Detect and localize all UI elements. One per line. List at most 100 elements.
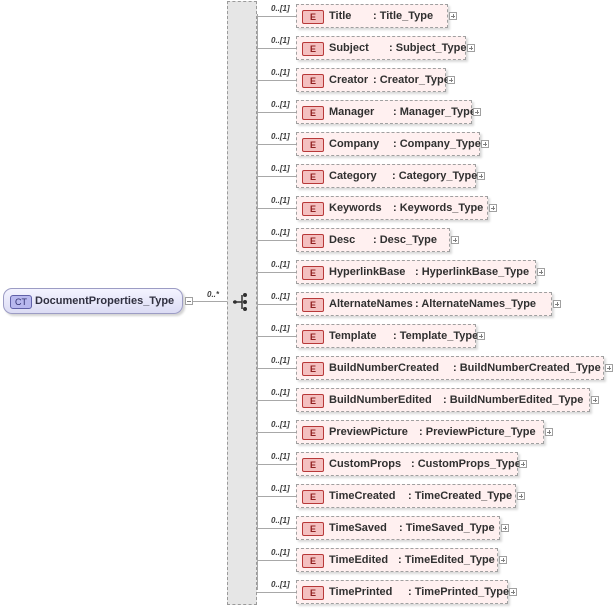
element-badge: E: [302, 522, 324, 536]
element-type: Manager_Type: [399, 106, 476, 118]
expand-icon[interactable]: [605, 364, 613, 372]
expand-icon[interactable]: [509, 588, 517, 596]
expand-icon[interactable]: [447, 76, 455, 84]
element-name: BuildNumberCreated: [329, 362, 440, 374]
element-name: HyperlinkBase: [329, 266, 406, 278]
element-name: BuildNumberEdited: [329, 394, 432, 406]
element-occurrence: 0..[1]: [271, 484, 290, 493]
element-label: Subject: Subject_Type: [329, 37, 466, 59]
element-type: TimeSaved_Type: [405, 522, 495, 534]
expand-icon[interactable]: [449, 12, 457, 20]
element-connector: [257, 496, 296, 497]
element-separator: :: [408, 490, 415, 502]
element-separator: :: [392, 170, 399, 182]
expand-icon[interactable]: [499, 556, 507, 564]
expand-icon[interactable]: [591, 396, 599, 404]
element-occurrence: 0..[1]: [271, 164, 290, 173]
element-badge: E: [302, 586, 324, 600]
element-occurrence: 0..[1]: [271, 324, 290, 333]
element-badge: E: [302, 138, 324, 152]
expand-icon[interactable]: [477, 172, 485, 180]
complex-type-node[interactable]: CT DocumentProperties_Type: [3, 288, 183, 314]
element-name: Manager: [329, 106, 375, 118]
element-name: Template: [329, 330, 377, 342]
element-connector: [257, 48, 296, 49]
expand-icon[interactable]: [467, 44, 475, 52]
expand-icon[interactable]: [553, 300, 561, 308]
sequence-spine: [257, 14, 258, 590]
element-name: Keywords: [329, 202, 382, 214]
element-type: TimeEdited_Type: [404, 554, 495, 566]
element-separator: :: [393, 330, 400, 342]
expand-icon[interactable]: [519, 460, 527, 468]
element-connector: [257, 112, 296, 113]
collapse-toggle-icon[interactable]: [185, 297, 193, 305]
element-connector: [257, 80, 296, 81]
element-badge: E: [302, 394, 324, 408]
expand-icon[interactable]: [481, 140, 489, 148]
element-occurrence: 0..[1]: [271, 36, 290, 45]
element-name: Desc: [329, 234, 356, 246]
element-occurrence: 0..[1]: [271, 132, 290, 141]
element-badge: E: [302, 106, 324, 120]
expand-icon[interactable]: [545, 428, 553, 436]
element-badge: E: [302, 266, 324, 280]
expand-icon[interactable]: [501, 524, 509, 532]
element-label: PreviewPicture: PreviewPicture_Type: [329, 421, 536, 443]
element-occurrence: 0..[1]: [271, 388, 290, 397]
element-type: Keywords_Type: [399, 202, 484, 214]
element-label: TimeEdited: TimeEdited_Type: [329, 549, 495, 571]
element-separator: :: [453, 362, 460, 374]
element-separator: :: [443, 394, 450, 406]
element-occurrence: 0..[1]: [271, 356, 290, 365]
expand-icon[interactable]: [451, 236, 459, 244]
expand-icon[interactable]: [477, 332, 485, 340]
element-type: AlternateNames_Type: [421, 298, 537, 310]
element-badge: E: [302, 426, 324, 440]
element-connector: [257, 528, 296, 529]
expand-icon[interactable]: [473, 108, 481, 116]
element-connector: [257, 144, 296, 145]
element-node[interactable]: E TimePrinted: TimePrinted_Type: [296, 580, 509, 604]
element-connector: [257, 272, 296, 273]
element-type: CustomProps_Type: [417, 458, 521, 470]
expand-icon[interactable]: [517, 492, 525, 500]
element-badge: E: [302, 42, 324, 56]
element-label: TimeCreated: TimeCreated_Type: [329, 485, 512, 507]
element-separator: :: [411, 458, 418, 470]
element-node[interactable]: E Subject: Subject_Type: [296, 36, 466, 60]
element-label: TimePrinted: TimePrinted_Type: [329, 581, 509, 603]
element-type: HyperlinkBase_Type: [421, 266, 530, 278]
expand-icon[interactable]: [489, 204, 497, 212]
element-label: AlternateNames: AlternateNames_Type: [329, 293, 536, 315]
sequence-icon: [233, 293, 247, 311]
expand-icon[interactable]: [537, 268, 545, 276]
element-separator: :: [398, 554, 405, 566]
element-node[interactable]: E PreviewPicture: PreviewPicture_Type: [296, 420, 544, 444]
element-name: AlternateNames: [329, 298, 413, 310]
element-name: Category: [329, 170, 377, 182]
element-occurrence: 0..[1]: [271, 516, 290, 525]
element-connector: [257, 560, 296, 561]
element-label: Creator: Creator_Type: [329, 69, 450, 91]
element-name: CustomProps: [329, 458, 402, 470]
element-badge: E: [302, 202, 324, 216]
element-name: TimeCreated: [329, 490, 396, 502]
element-type: Creator_Type: [379, 74, 450, 86]
